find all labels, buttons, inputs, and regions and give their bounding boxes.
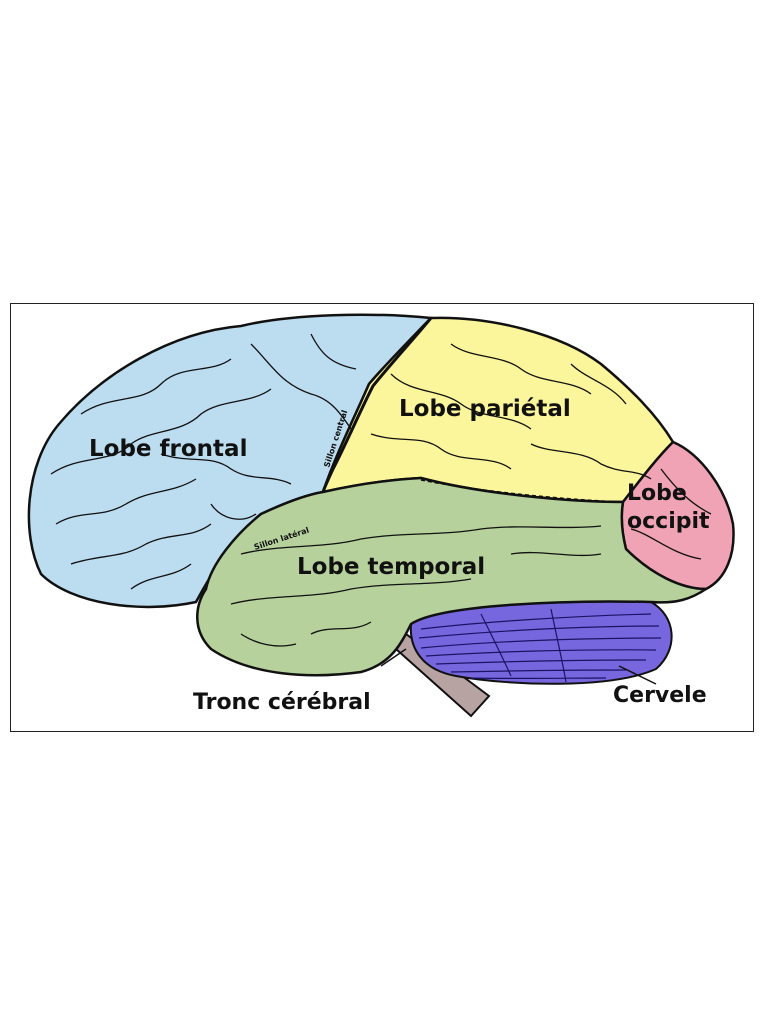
temporal-gyri [230, 525, 602, 647]
cerebellum-leader-line [618, 665, 657, 685]
parietal-lobe-label: Lobe pariétal [399, 396, 571, 422]
temporal-lobe-label: Lobe temporal [297, 554, 485, 580]
cerebellum-folia [418, 608, 662, 683]
frontal-gyri [50, 333, 357, 590]
parietal-temporal-boundary [420, 479, 624, 503]
brainstem-label: Tronc cérébral [193, 690, 371, 715]
central-sulcus-line [321, 317, 433, 493]
cerebellum-region [409, 600, 673, 685]
cerebellum-label: Cervele [613, 683, 707, 708]
brain-diagram-frame: Lobe frontal Lobe pariétal Lobe occipit … [10, 303, 754, 732]
parietal-gyri [370, 343, 652, 480]
occipital-gyri [630, 468, 712, 560]
brainstem-leader-line [380, 648, 407, 667]
frontal-lobe-label: Lobe frontal [89, 436, 247, 462]
occipital-lobe-label-line2: occipit [627, 509, 710, 534]
brain-diagram: Lobe frontal Lobe pariétal Lobe occipit … [27, 313, 735, 718]
occipital-lobe-label-line1: Lobe [627, 481, 687, 506]
